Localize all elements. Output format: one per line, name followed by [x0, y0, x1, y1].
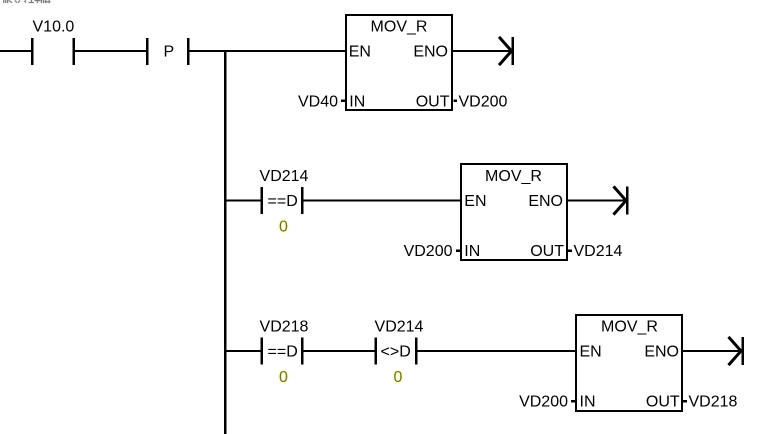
svg-text:0: 0 [394, 369, 403, 386]
svg-text:OUT: OUT [530, 243, 564, 260]
svg-text:0: 0 [279, 369, 288, 386]
svg-text:0: 0 [394, 369, 403, 386]
svg-text:VD214: VD214 [375, 319, 424, 336]
svg-text:0: 0 [279, 219, 288, 236]
svg-text:EN: EN [464, 193, 486, 210]
svg-text:VD200: VD200 [459, 94, 508, 111]
svg-text:MOV_R: MOV_R [601, 319, 658, 336]
svg-text:EN: EN [580, 344, 602, 361]
svg-text:IN: IN [464, 243, 480, 260]
svg-text:VD200: VD200 [519, 394, 568, 411]
svg-text:IN: IN [349, 94, 365, 111]
svg-text:OUT: OUT [646, 394, 680, 411]
svg-text:IN: IN [580, 394, 596, 411]
svg-text:ENO: ENO [644, 344, 679, 361]
svg-text:ENO: ENO [528, 193, 563, 210]
svg-text:OUT: OUT [416, 94, 450, 111]
svg-text:VD200: VD200 [404, 243, 453, 260]
svg-text:VD218: VD218 [260, 319, 309, 336]
svg-text:VD218: VD218 [689, 394, 738, 411]
svg-text:V10.0: V10.0 [33, 19, 75, 36]
svg-text:MOV_R: MOV_R [371, 19, 428, 36]
svg-text:0: 0 [279, 369, 288, 386]
svg-text:0: 0 [279, 219, 288, 236]
svg-text:VD40: VD40 [298, 94, 338, 111]
svg-text:MOV_R: MOV_R [485, 168, 542, 185]
svg-text:VD214: VD214 [574, 243, 623, 260]
svg-text:<>D: <>D [381, 344, 411, 361]
svg-text:==D: ==D [268, 193, 298, 210]
svg-text:ENO: ENO [413, 44, 448, 61]
svg-text:P: P [164, 44, 175, 61]
svg-text:VD214: VD214 [260, 168, 309, 185]
svg-text:==D: ==D [268, 344, 298, 361]
svg-text:EN: EN [349, 44, 371, 61]
